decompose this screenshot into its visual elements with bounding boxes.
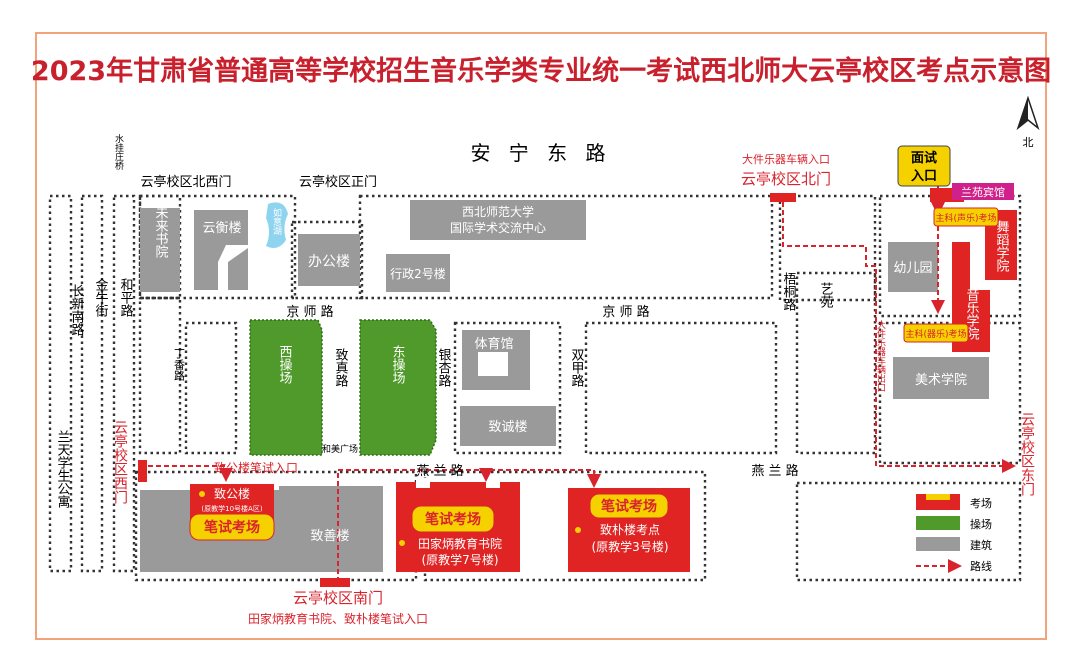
interview-entrance-line1: 面试 <box>911 150 937 166</box>
label-hemei-square: 和美广场 <box>322 443 358 455</box>
legend: 考场 操场 建筑 路线 <box>916 494 992 573</box>
road-yinxing: 银杏路 <box>436 348 452 387</box>
label-yunheng: 云衡楼 <box>202 221 241 236</box>
vehicle-exit-label: 大件乐器车辆出口 <box>875 319 886 392</box>
road-jinniu: 金牛街 <box>93 277 109 317</box>
legend-exam: 考场 <box>970 496 992 510</box>
label-tianjiabing-note: (原教学7号楼) <box>422 552 499 567</box>
gate-main: 云亭校区正门 <box>299 174 377 190</box>
lanyuan-hotel-box <box>952 183 1014 200</box>
compass-label: 北 <box>1023 136 1034 149</box>
zhigong-dot <box>199 491 205 497</box>
label-zhishan: 致善楼 <box>310 528 349 544</box>
ruyi-lake <box>266 202 288 248</box>
legend-building-swatch <box>916 537 960 551</box>
gate-northwest: 云亭校区北西门 <box>140 174 231 190</box>
label-written-exam-3: 笔试考场 <box>601 498 657 515</box>
south-gate-note: 田家炳教育书院、致朴楼笔试入口 <box>248 611 428 626</box>
legend-field-swatch <box>916 516 960 530</box>
label-zhipu: 致朴楼考点 <box>600 522 660 537</box>
label-zhipu-note: (原教学3号楼) <box>592 539 669 554</box>
north-gate-marker <box>770 193 796 202</box>
interview-entrance-line2: 入口 <box>911 169 937 184</box>
road-changxin-nan: 长新南路 <box>69 284 85 336</box>
road-zhizhen: 致真路 <box>333 348 349 387</box>
vocal-exam-box <box>933 207 999 227</box>
road-heping: 和平路 <box>118 278 134 317</box>
gate-south: 云亭校区南门 <box>293 589 383 607</box>
gate-west: 云亭校区西门 <box>112 420 128 505</box>
road-yiyuan: 艺苑 <box>818 282 834 309</box>
shuiguazhuang-bridge: 水挂庄桥 <box>113 133 124 171</box>
road-jingshi-west: 京 师 路 <box>286 304 333 320</box>
label-center-line2: 国际学术交流中心 <box>450 220 546 235</box>
label-zhigong: 致公楼 <box>214 486 250 501</box>
written-exam-box-1 <box>189 513 275 541</box>
label-gym: 体育馆 <box>474 336 513 352</box>
map-title: 2023年甘肃省普通高等学校招生音乐学类专业统一考试西北师大云亭校区考点示意图 <box>31 55 1051 87</box>
label-lanyuan-hotel: 兰苑宾馆 <box>961 185 1005 199</box>
label-vocal-exam: 主科(声乐)考场 <box>935 212 996 224</box>
route-lines <box>148 186 1016 582</box>
label-bangong: 办公楼 <box>308 254 350 270</box>
south-gate-marker <box>320 578 350 587</box>
label-art-school: 美术学院 <box>915 372 967 388</box>
label-weilai: 未来书院 <box>153 206 169 258</box>
label-instrument-exam: 主科(器乐)考场 <box>905 328 966 340</box>
label-zhicheng: 致诚楼 <box>488 420 527 435</box>
zhipu-dot <box>575 527 581 533</box>
interview-entrance-box <box>897 145 951 187</box>
label-ruyi-lake: 如意湖 <box>271 207 282 236</box>
west-field <box>249 319 323 456</box>
label-center-line1: 西北师范大学 <box>462 204 534 219</box>
gate-east: 云亭校区东门 <box>1019 412 1035 497</box>
road-yanlan-west: 燕 兰 路 <box>416 463 463 479</box>
road-dingxiang: 丁香路 <box>173 348 186 382</box>
interview-entrance: 面试入口 <box>1000 98 1004 101</box>
written-exam-box-2 <box>411 505 495 533</box>
label-written-exam-2: 笔试考场 <box>425 511 481 528</box>
north-vehicle-entrance: 大件乐器车辆入口 <box>742 152 830 166</box>
label-zhigong-note: (原教学10号楼A区) <box>201 504 262 513</box>
east-field <box>359 319 437 456</box>
legend-building: 建筑 <box>970 538 992 552</box>
road-yanlan-east: 燕 兰 路 <box>751 463 798 479</box>
legend-field: 操场 <box>970 517 992 531</box>
road-wutong: 梧桐路 <box>781 272 797 311</box>
label-tianjiabing: 田家炳教育书院 <box>418 536 502 551</box>
label-kindergarten: 幼儿园 <box>893 261 932 276</box>
label-dance-school: 舞蹈学院 <box>994 220 1010 272</box>
label-xingzheng2: 行政2号楼 <box>390 266 446 281</box>
tianjiabing-dot <box>399 540 405 546</box>
road-shuangjia: 双甲路 <box>569 348 585 387</box>
written-exam-box-3 <box>589 493 669 519</box>
label-east-field: 东操场 <box>390 345 406 384</box>
lantian-dorm: 兰天学生公寓 <box>55 430 71 508</box>
road-anning-east: 安 宁 东 路 <box>470 141 611 165</box>
label-written-exam-1: 笔试考场 <box>204 519 260 536</box>
gate-north: 云亭校区北门 <box>741 170 831 188</box>
legend-route: 路线 <box>970 559 992 573</box>
west-gate-marker <box>138 460 147 482</box>
instrument-exam-box <box>903 323 969 343</box>
label-west-field: 西操场 <box>277 345 293 384</box>
road-jingshi-east: 京 师 路 <box>602 304 649 320</box>
north-arrow-icon <box>1016 95 1040 131</box>
label-zhigong-entrance: 致公楼笔试入口 <box>214 460 298 475</box>
